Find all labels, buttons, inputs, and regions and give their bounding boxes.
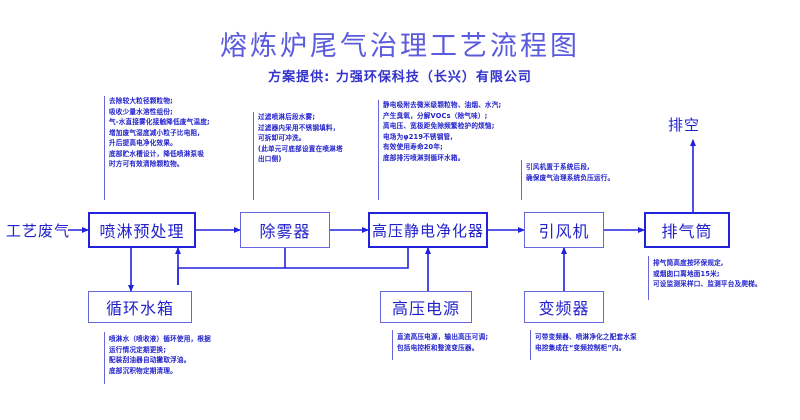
note-vfd-line-1: 电控集成在“变频控制柜”内。: [535, 343, 626, 352]
note-esp-line-2: 高电压、宽极距免除频繁检护的烦恼;: [383, 122, 495, 130]
note-watertank-line-0: 喷淋水（喷收液）循环使用，根据: [109, 335, 211, 343]
note-fan-line-0: 引风机置于系统后段,: [526, 163, 590, 171]
note-rule-spray: [104, 96, 105, 200]
note-esp-line-5: 底部排污喷淋到循环水箱。: [383, 153, 465, 162]
note-spray-line-1: 吸收少量水溶性组份;: [109, 107, 173, 116]
note-vfd-line-0: 可带变频器、喷淋净化之配套水泵: [535, 333, 637, 341]
note-stack-line-0: 排气筒高度按环保规定,: [653, 259, 724, 267]
note-spray: 去除较大粒径颗粒物; 吸收少量水溶性组份; 气-水直接雾化接触降低废气温度; 增…: [109, 96, 210, 170]
aux-box-vfd-label: 变频器: [538, 299, 590, 318]
aux-box-hvpower[interactable]: 高压电源: [380, 291, 472, 323]
flow-outlet-label: 排空: [668, 116, 701, 134]
page-subtitle: 方案提供: 力强环保科技（长兴）有限公司: [268, 70, 532, 85]
process-box-spray[interactable]: 喷淋预处理: [88, 212, 196, 248]
note-spray-line-6: 时方可有效清除颗粒物。: [109, 160, 184, 168]
process-box-esp[interactable]: 高压静电净化器: [368, 212, 488, 248]
note-watertank-line-3: 底部沉积物定期清理。: [109, 366, 177, 375]
process-box-stack[interactable]: 排气筒: [644, 212, 730, 248]
note-demister-line-0: 过滤喷淋后段水雾;: [258, 113, 316, 121]
note-spray-line-4: 升后提高电净化效果。: [109, 139, 177, 147]
note-demister-line-1: 过滤器内采用不锈钢填料，: [258, 123, 340, 132]
note-esp-line-1: 产生臭氧，分解VOCs（除气味）;: [383, 111, 488, 120]
page-title: 熔炼炉尾气治理工艺流程图: [220, 31, 580, 62]
note-demister-line-2: 可拆卸可冲洗。: [258, 134, 306, 142]
process-box-fan[interactable]: 引风机: [524, 212, 604, 248]
aux-box-watertank[interactable]: 循环水箱: [88, 291, 192, 323]
note-rule-fan: [521, 160, 522, 200]
note-demister-line-3: (此单元可底部设置在喷淋塔: [258, 144, 343, 153]
flow-inlet-label: 工艺废气: [6, 222, 71, 240]
note-watertank: 喷淋水（喷收液）循环使用，根据 运行情况定期更换; 配装刮油器自动撇取浮油。 底…: [109, 334, 211, 376]
note-stack-line-2: 可设监测采样口、监测平台及爬梯。: [653, 280, 762, 288]
note-demister-line-4: 出口侧): [258, 155, 282, 163]
process-box-esp-label: 高压静电净化器: [371, 221, 484, 240]
note-rule-vfd: [530, 330, 531, 360]
note-spray-line-2: 气-水直接雾化接触降低废气温度;: [109, 118, 210, 126]
note-spray-line-3: 增加废气湿度减小粒子比电阻,: [109, 128, 201, 137]
note-rule-stack: [648, 256, 649, 300]
note-stack-line-1: 或烟囱口离地面15米;: [653, 269, 720, 278]
process-box-demister[interactable]: 除雾器: [240, 212, 330, 248]
process-box-demister-label: 除雾器: [259, 222, 311, 241]
note-rule-hvpower: [392, 330, 393, 360]
note-rule-demister: [253, 112, 254, 200]
note-demister: 过滤喷淋后段水雾; 过滤器内采用不锈钢填料， 可拆卸可冲洗。 (此单元可底部设置…: [258, 112, 343, 165]
note-spray-line-5: 底部贮水槽设计，降低喷淋泵吸: [109, 149, 205, 158]
note-stack: 排气筒高度按环保规定, 或烟囱口离地面15米; 可设监测采样口、监测平台及爬梯。: [653, 258, 762, 290]
note-watertank-line-2: 配装刮油器自动撇取浮油。: [109, 356, 191, 364]
note-rule-esp: [378, 100, 379, 200]
note-spray-line-0: 去除较大粒径颗粒物;: [109, 97, 173, 105]
process-box-spray-label: 喷淋预处理: [99, 222, 185, 241]
process-box-stack-label: 排气筒: [661, 222, 713, 241]
aux-box-watertank-label: 循环水箱: [105, 299, 174, 318]
note-esp: 静电吸附去微米级颗粒物、油烟、水汽; 产生臭氧，分解VOCs（除气味）; 高电压…: [383, 100, 501, 163]
note-rule-watertank: [104, 332, 105, 384]
note-fan-line-1: 确保废气治理系统负压运行。: [526, 173, 615, 182]
note-hvpower-line-0: 直流高压电源，输出高压可调;: [397, 333, 489, 341]
note-watertank-line-1: 运行情况定期更换;: [109, 345, 167, 354]
aux-box-hvpower-label: 高压电源: [391, 299, 460, 318]
note-esp-line-3: 电场为φ219不锈钢管,: [383, 132, 453, 141]
process-box-fan-label: 引风机: [538, 222, 590, 241]
note-hvpower-line-1: 包括电控柜和整流变压器。: [397, 343, 479, 352]
note-fan: 引风机置于系统后段, 确保废气治理系统负压运行。: [526, 162, 614, 183]
note-hvpower: 直流高压电源，输出高压可调; 包括电控柜和整流变压器。: [397, 332, 488, 353]
note-vfd: 可带变频器、喷淋净化之配套水泵 电控集成在“变频控制柜”内。: [535, 332, 637, 353]
note-esp-line-0: 静电吸附去微米级颗粒物、油烟、水汽;: [383, 101, 502, 109]
aux-box-vfd[interactable]: 变频器: [524, 291, 604, 323]
note-esp-line-4: 有效使用寿命20年;: [383, 143, 443, 151]
